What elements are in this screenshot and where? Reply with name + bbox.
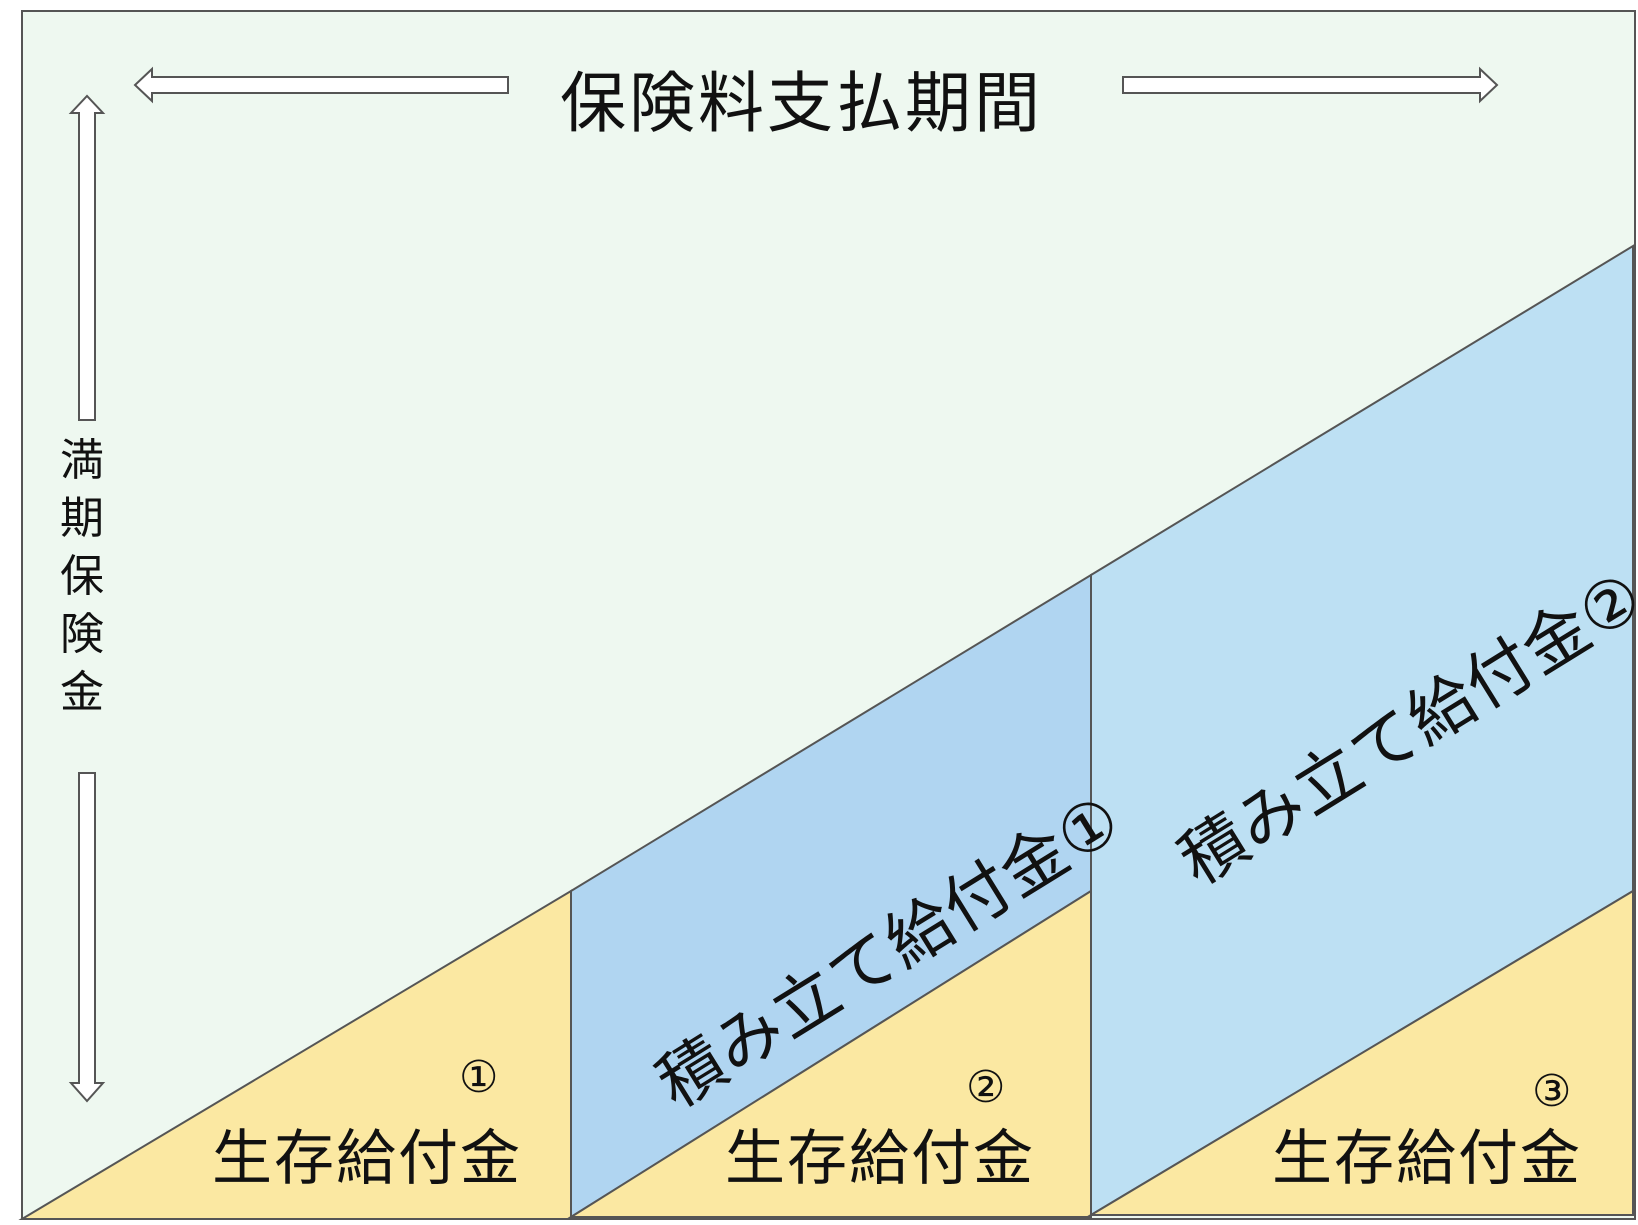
maturity-benefit-char: 険 bbox=[60, 609, 104, 660]
survival-benefit-number-3: ③ bbox=[1532, 1066, 1572, 1117]
survival-benefit-label-1: 生存給付金 bbox=[212, 1124, 522, 1194]
survival-benefit-triangle-3 bbox=[1087, 889, 1634, 1216]
survival-benefit-triangle-1 bbox=[18, 889, 572, 1220]
survival-benefit-label-2: 生存給付金 bbox=[725, 1124, 1035, 1194]
survival-benefit-label-3: 生存給付金 bbox=[1272, 1124, 1582, 1194]
left-arrow-icon bbox=[133, 66, 509, 104]
maturity-benefit-char: 保 bbox=[60, 551, 104, 602]
premium-payment-period-title: 保険料支払期間 bbox=[560, 65, 1043, 142]
survival-benefit-number-1: ① bbox=[459, 1052, 499, 1103]
maturity-benefit-char: 期 bbox=[60, 493, 104, 544]
survival-benefit-number-2: ② bbox=[966, 1062, 1006, 1113]
survival-benefit-triangle-2 bbox=[567, 889, 1092, 1218]
maturity-benefit-char: 満 bbox=[60, 435, 104, 486]
maturity-benefit-label: 満 期 保 険 金 bbox=[57, 432, 107, 722]
down-arrow-icon bbox=[68, 772, 106, 1103]
maturity-benefit-char: 金 bbox=[60, 667, 104, 718]
right-arrow-icon bbox=[1122, 66, 1499, 104]
up-arrow-icon bbox=[68, 94, 106, 421]
